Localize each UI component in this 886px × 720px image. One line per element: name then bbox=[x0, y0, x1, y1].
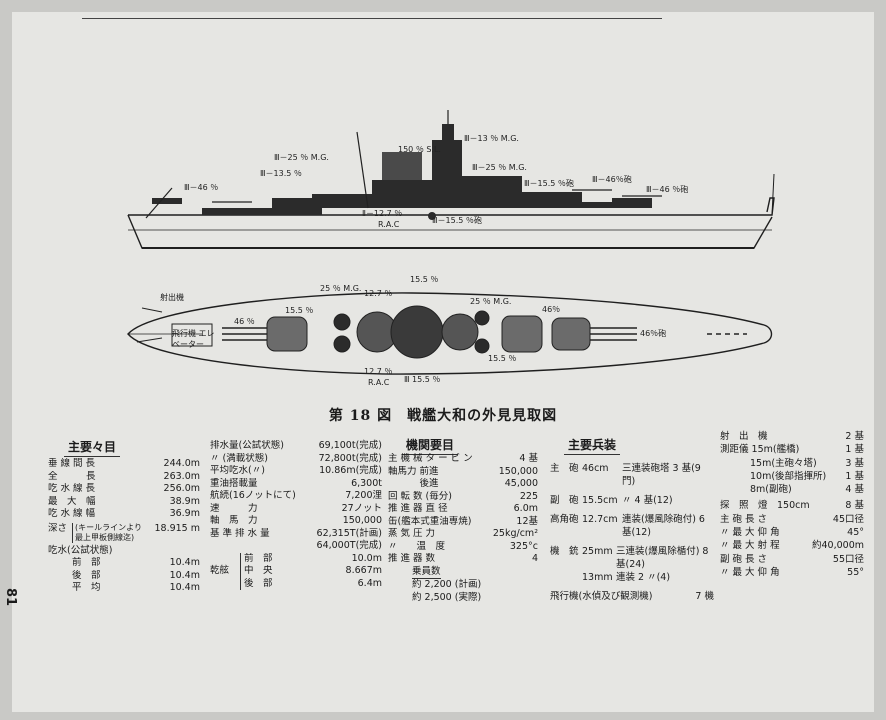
plan-label-155-left: 15.5 ％ bbox=[285, 306, 314, 315]
plan-label-127-top: 12.7 ％ bbox=[364, 289, 393, 298]
table-row: 15m(主砲々塔)3 基 bbox=[750, 457, 864, 469]
side-label-25mm-mg-left: Ⅲ－25 ％ M.G. bbox=[274, 153, 329, 162]
table-row: 測距儀 15m(艦橋)1 基 bbox=[720, 444, 864, 456]
side-label-25mm-mg-right: Ⅲ－25 ％ M.G. bbox=[472, 163, 527, 172]
table-row: 飛行機(水偵及び観測機)7 機 bbox=[550, 591, 714, 602]
table-row: 10m(後部指揮所)1 基 bbox=[750, 470, 864, 482]
table-row: 約 2,500 (実際) bbox=[412, 591, 482, 603]
scanned-page: 81 bbox=[3, 12, 874, 712]
side-label-46-right: Ⅲ－46 ％砲 bbox=[646, 185, 689, 194]
depth-value: 18.915 m bbox=[154, 522, 200, 534]
table-row: 約 2,200 (計画) bbox=[412, 579, 482, 590]
side-label-155-bottom: Ⅲ－15.5 ％砲 bbox=[432, 216, 482, 225]
table-row: 排水量(公試状態)69,100t(完成) bbox=[210, 440, 382, 451]
plan-label-155-stern: Ⅲ 15.5 ％ bbox=[404, 375, 441, 384]
table-row: 64,000T(完成) bbox=[316, 540, 382, 551]
draft-label-row: 吃水(公試状態) bbox=[48, 544, 113, 556]
side-label-135: Ⅲ－13.5 ％ bbox=[260, 169, 302, 178]
side-label-155-right: Ⅲ－15.5 ％砲 bbox=[524, 179, 574, 188]
plan-label-155-top: 15.5 ％ bbox=[410, 275, 439, 284]
crew-heading: 乗員数 bbox=[388, 566, 538, 579]
table-row: 平均吃水(〃)10.86m(完成) bbox=[210, 465, 382, 476]
table-row: 8m(副砲)4 基 bbox=[750, 484, 864, 496]
plan-label-46-right: 46％ bbox=[542, 305, 561, 314]
side-label-rac: R.A.C bbox=[378, 220, 400, 229]
displacement-table: 排水量(公試状態)69,100t(完成) 〃 (満載状態)72,800t(完成)… bbox=[210, 440, 382, 590]
side-label-46-center: Ⅲ－46％砲 bbox=[592, 175, 632, 184]
heading-armament: 主要兵装 bbox=[564, 436, 621, 455]
heading-machinery: 機関要目 bbox=[402, 436, 459, 455]
figure-title: 第 18 図 戦艦大和の外見見取図 bbox=[328, 408, 558, 424]
plan-label-25mg-right: 25 ％ M.G. bbox=[470, 297, 512, 306]
depth-label: 深さ bbox=[48, 522, 68, 534]
freeboard-label: 乾舷 bbox=[210, 564, 230, 576]
plan-label-46-gun-right: 46％砲 bbox=[640, 329, 667, 338]
table-row: 回 転 数 (毎分)225 bbox=[388, 490, 538, 502]
heading-main-dimensions: 主要々目 bbox=[64, 438, 121, 457]
battleship-side-view bbox=[127, 110, 775, 375]
side-label-127: Ⅱ－12.7 ％ bbox=[362, 209, 403, 218]
top-rule bbox=[82, 18, 662, 19]
plan-label-46-left: 46 ％ bbox=[234, 317, 255, 326]
table-row: 航続(16ノットにて)7,200浬 bbox=[210, 490, 382, 501]
table-row: 〃 (満載状態)72,800t(完成) bbox=[210, 452, 382, 464]
side-label-46-left: Ⅲ－46 ％ bbox=[184, 183, 219, 192]
side-label-searchlight: 150 ％ S.L. bbox=[398, 145, 441, 154]
plan-label-catapult: 射出機 bbox=[160, 293, 184, 302]
table-row: 缶(艦本式重油専焼)12基 bbox=[388, 515, 538, 527]
plan-label-25mg-left: 25 ％ M.G. bbox=[320, 284, 362, 293]
plan-label-127-bottom: 12.7 ％ bbox=[364, 367, 393, 376]
side-label-13mm-mg: Ⅲ－13 ％ M.G. bbox=[464, 134, 519, 143]
page-number: 81 bbox=[3, 588, 18, 607]
depth-row: 深さ (キールラインより最上甲板側線迄) 18.915 m bbox=[48, 522, 200, 543]
plan-label-rac: R.A.C bbox=[368, 378, 390, 387]
table-row: 〃 最 大 射 程約40,000m bbox=[720, 540, 864, 552]
plan-label-elevator: 飛行機 エレベーター bbox=[172, 329, 215, 349]
plan-label-155-bottom: 15.5 ％ bbox=[488, 354, 517, 363]
depth-note: (キールラインより最上甲板側線迄) bbox=[72, 522, 145, 543]
